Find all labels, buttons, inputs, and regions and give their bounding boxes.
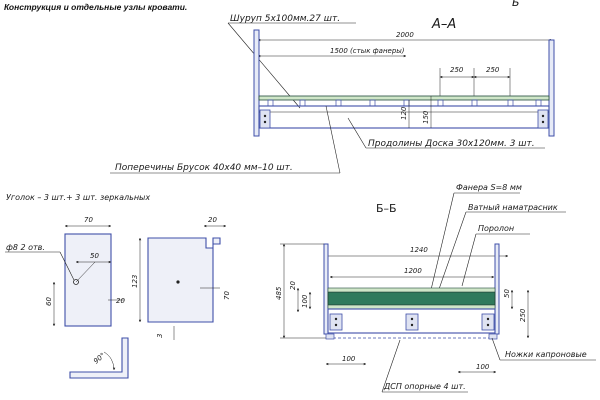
dim-250b: 250	[486, 66, 500, 74]
bb-cross-board	[327, 308, 496, 334]
bracket-bent	[69, 337, 129, 379]
section-aa-label: А–А	[431, 17, 456, 32]
chipboard-label: ДСП опорные 4 шт.	[383, 382, 466, 391]
plywood-layer	[327, 287, 496, 293]
mattress-layer	[327, 291, 496, 306]
plywood-base	[327, 304, 496, 310]
bracket-front	[64, 233, 112, 327]
bracket-angle-90: 90°	[92, 351, 107, 365]
dim-2000: 2000	[396, 31, 414, 39]
view-aa: А–А Б Шуруп 5х100мм.27 шт. 2000 1500 (ст…	[110, 0, 555, 174]
height-20: 20	[289, 281, 297, 290]
leg-left	[325, 333, 335, 340]
left-side-post	[323, 243, 329, 335]
crossbars-label: Поперечины Брусок 40х40 мм–10 шт.	[115, 163, 293, 173]
left-headboard-post	[253, 29, 260, 137]
dim-120: 120	[400, 106, 408, 120]
height-100: 100	[301, 294, 309, 308]
bracket-detail: Уголок – 3 шт.+ 3 шт. зеркальных 70 50 6…	[5, 193, 231, 379]
mattress-label: Ватный наматрасник	[468, 203, 558, 212]
left-bracket-aa	[259, 109, 271, 129]
height-50: 50	[503, 289, 511, 298]
bracket-width-70: 70	[84, 216, 93, 224]
bracket-gap-20: 20	[116, 297, 125, 305]
height-250: 250	[519, 308, 527, 322]
dim-1500: 1500 (стык фанеры)	[330, 47, 405, 55]
dim-150: 150	[422, 110, 430, 124]
width-100-right: 100	[476, 363, 490, 371]
screw-leader	[227, 22, 301, 109]
bracket-height-123: 123	[131, 275, 139, 288]
bracket-height-60: 60	[45, 297, 53, 306]
section-bb-label: Б–Б	[376, 202, 397, 215]
section-b-marker: Б	[512, 0, 520, 9]
bb-brackets	[329, 313, 495, 331]
bracket-hole-icon	[73, 279, 79, 285]
long-board	[258, 105, 550, 129]
long-boards-leader	[347, 117, 367, 149]
width-100-left: 100	[342, 355, 356, 363]
view-bb: Б–Б Фанера S=8 мм Ватный наматрасник Пор…	[275, 183, 596, 393]
bracket-offset-50: 50	[90, 252, 99, 260]
bracket-hole-label: ф8 2 отв.	[6, 243, 45, 252]
bracket-side	[147, 237, 221, 323]
dim-250a: 250	[450, 66, 464, 74]
page-title: Конструкция и отдельные узлы кровати.	[4, 2, 187, 12]
bracket-tab-20: 20	[208, 216, 217, 224]
width-1240: 1240	[410, 246, 428, 254]
legs-label: Ножки капроновые	[505, 350, 587, 359]
right-headboard-post	[548, 39, 555, 137]
crossbars-leader	[325, 105, 341, 174]
crossbars-row	[267, 99, 542, 107]
long-boards-label: Продолины Доска 30х120мм. 3 шт.	[368, 139, 535, 149]
plywood-label: Фанера S=8 мм	[456, 183, 522, 192]
width-1200: 1200	[404, 267, 422, 275]
right-side-post	[494, 243, 500, 335]
plywood-top	[258, 95, 550, 101]
leg-right	[488, 333, 498, 340]
bracket-thick-3: 3	[156, 334, 164, 338]
screw-label: Шуруп 5х100мм.27 шт.	[230, 14, 340, 24]
foam-label: Поролон	[478, 224, 514, 233]
height-485: 485	[275, 286, 283, 300]
right-bracket-aa	[537, 109, 549, 129]
bracket-title: Уголок – 3 шт.+ 3 шт. зеркальных	[6, 193, 150, 202]
bracket-flange-70: 70	[223, 291, 231, 300]
